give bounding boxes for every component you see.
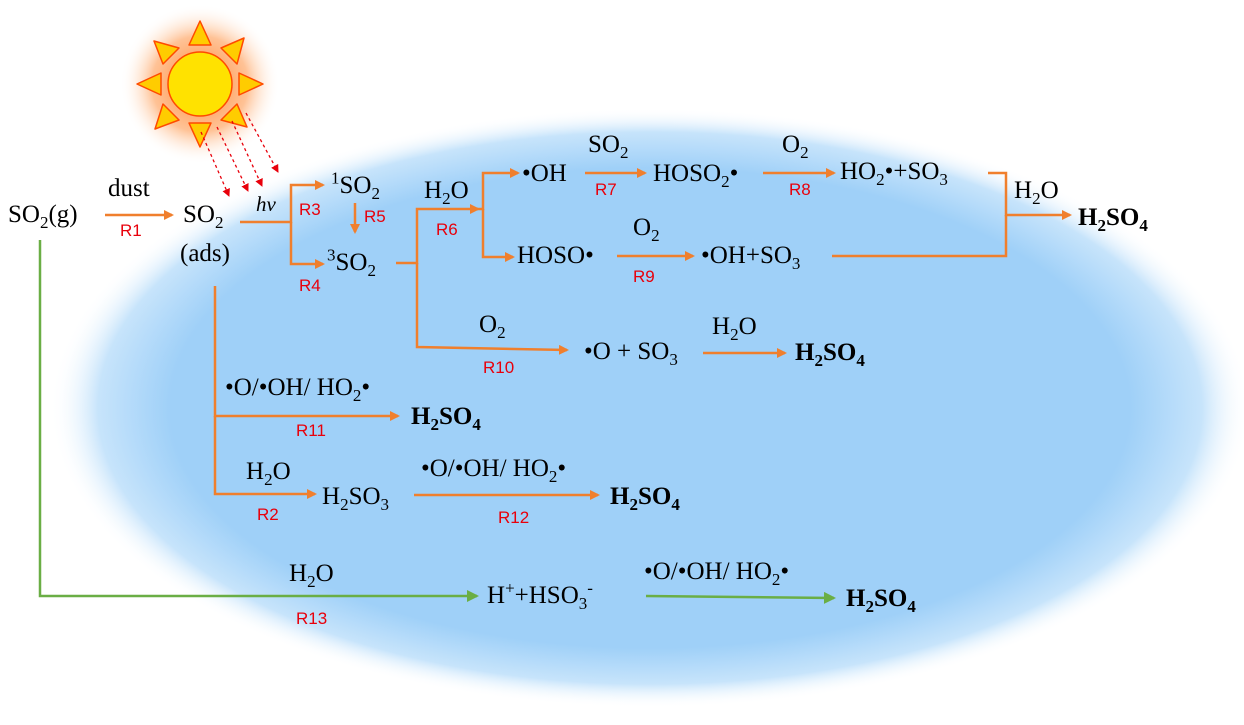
hoso2-radical: HOSO2• xyxy=(653,160,739,191)
dust-label: dust xyxy=(108,175,150,202)
o2-r10: O2 xyxy=(479,311,506,342)
oh-radical: •OH xyxy=(522,160,567,187)
background-ellipse xyxy=(50,108,1244,708)
reaction-label-r4: R4 xyxy=(299,276,321,295)
h2so4-main: H2SO4 xyxy=(1078,204,1148,235)
oxidants-green: •O/•OH/ HO2• xyxy=(644,558,790,589)
h2o-r6: H2O xyxy=(424,177,469,208)
reaction-label-r12: R12 xyxy=(498,508,530,527)
h2o-after-r10: H2O xyxy=(712,313,757,344)
ads-label: (ads) xyxy=(180,240,230,267)
h2so4-r10: H2SO4 xyxy=(795,339,865,370)
ho2-so3: HO2•+SO3 xyxy=(840,158,948,189)
h2o-final: H2O xyxy=(1014,177,1059,208)
sun-icon xyxy=(120,4,280,164)
reaction-label-r2: R2 xyxy=(257,505,279,524)
oxidants-r12: •O/•OH/ HO2• xyxy=(421,455,567,486)
oh-so3: •OH+SO3 xyxy=(701,242,801,273)
light-ray-arrows xyxy=(200,112,279,197)
reaction-label-r8: R8 xyxy=(789,180,811,199)
singlet-so2: 1SO2 xyxy=(331,168,380,203)
o2-r9: O2 xyxy=(633,214,660,245)
o2-r8: O2 xyxy=(782,131,809,162)
o-so3: •O + SO3 xyxy=(584,338,678,369)
h2o-r2: H2O xyxy=(246,458,291,489)
h2so4-r11: H2SO4 xyxy=(411,403,481,434)
h2so3: H2SO3 xyxy=(322,483,390,514)
reaction-label-r1: R1 xyxy=(120,221,142,240)
h-hso3: H++HSO3- xyxy=(487,578,593,613)
reaction-label-r9: R9 xyxy=(633,267,655,286)
reaction-label-r7: R7 xyxy=(595,180,617,199)
reaction-label-r3: R3 xyxy=(299,200,321,219)
h2so4-r13: H2SO4 xyxy=(846,585,916,616)
h2o-r13: H2O xyxy=(289,560,334,591)
green-arrows xyxy=(38,240,836,604)
hv-label: hv xyxy=(256,192,276,216)
orange-arrows xyxy=(105,168,1072,500)
so2-gas: SO2(g) xyxy=(8,201,78,232)
hoso-radical: HOSO• xyxy=(517,242,594,269)
triplet-so2: 3SO2 xyxy=(327,245,376,280)
reaction-label-r10: R10 xyxy=(483,358,515,377)
so2-r7: SO2 xyxy=(588,131,629,162)
so2-adsorbed: SO2 xyxy=(183,201,224,232)
reaction-label-r5: R5 xyxy=(364,207,386,226)
h2so4-r12: H2SO4 xyxy=(610,483,680,514)
oxidants-r11: •O/•OH/ HO2• xyxy=(225,374,371,405)
reaction-label-r6: R6 xyxy=(436,220,458,239)
reaction-label-r11: R11 xyxy=(296,421,326,440)
reaction-label-r13: R13 xyxy=(296,609,328,628)
